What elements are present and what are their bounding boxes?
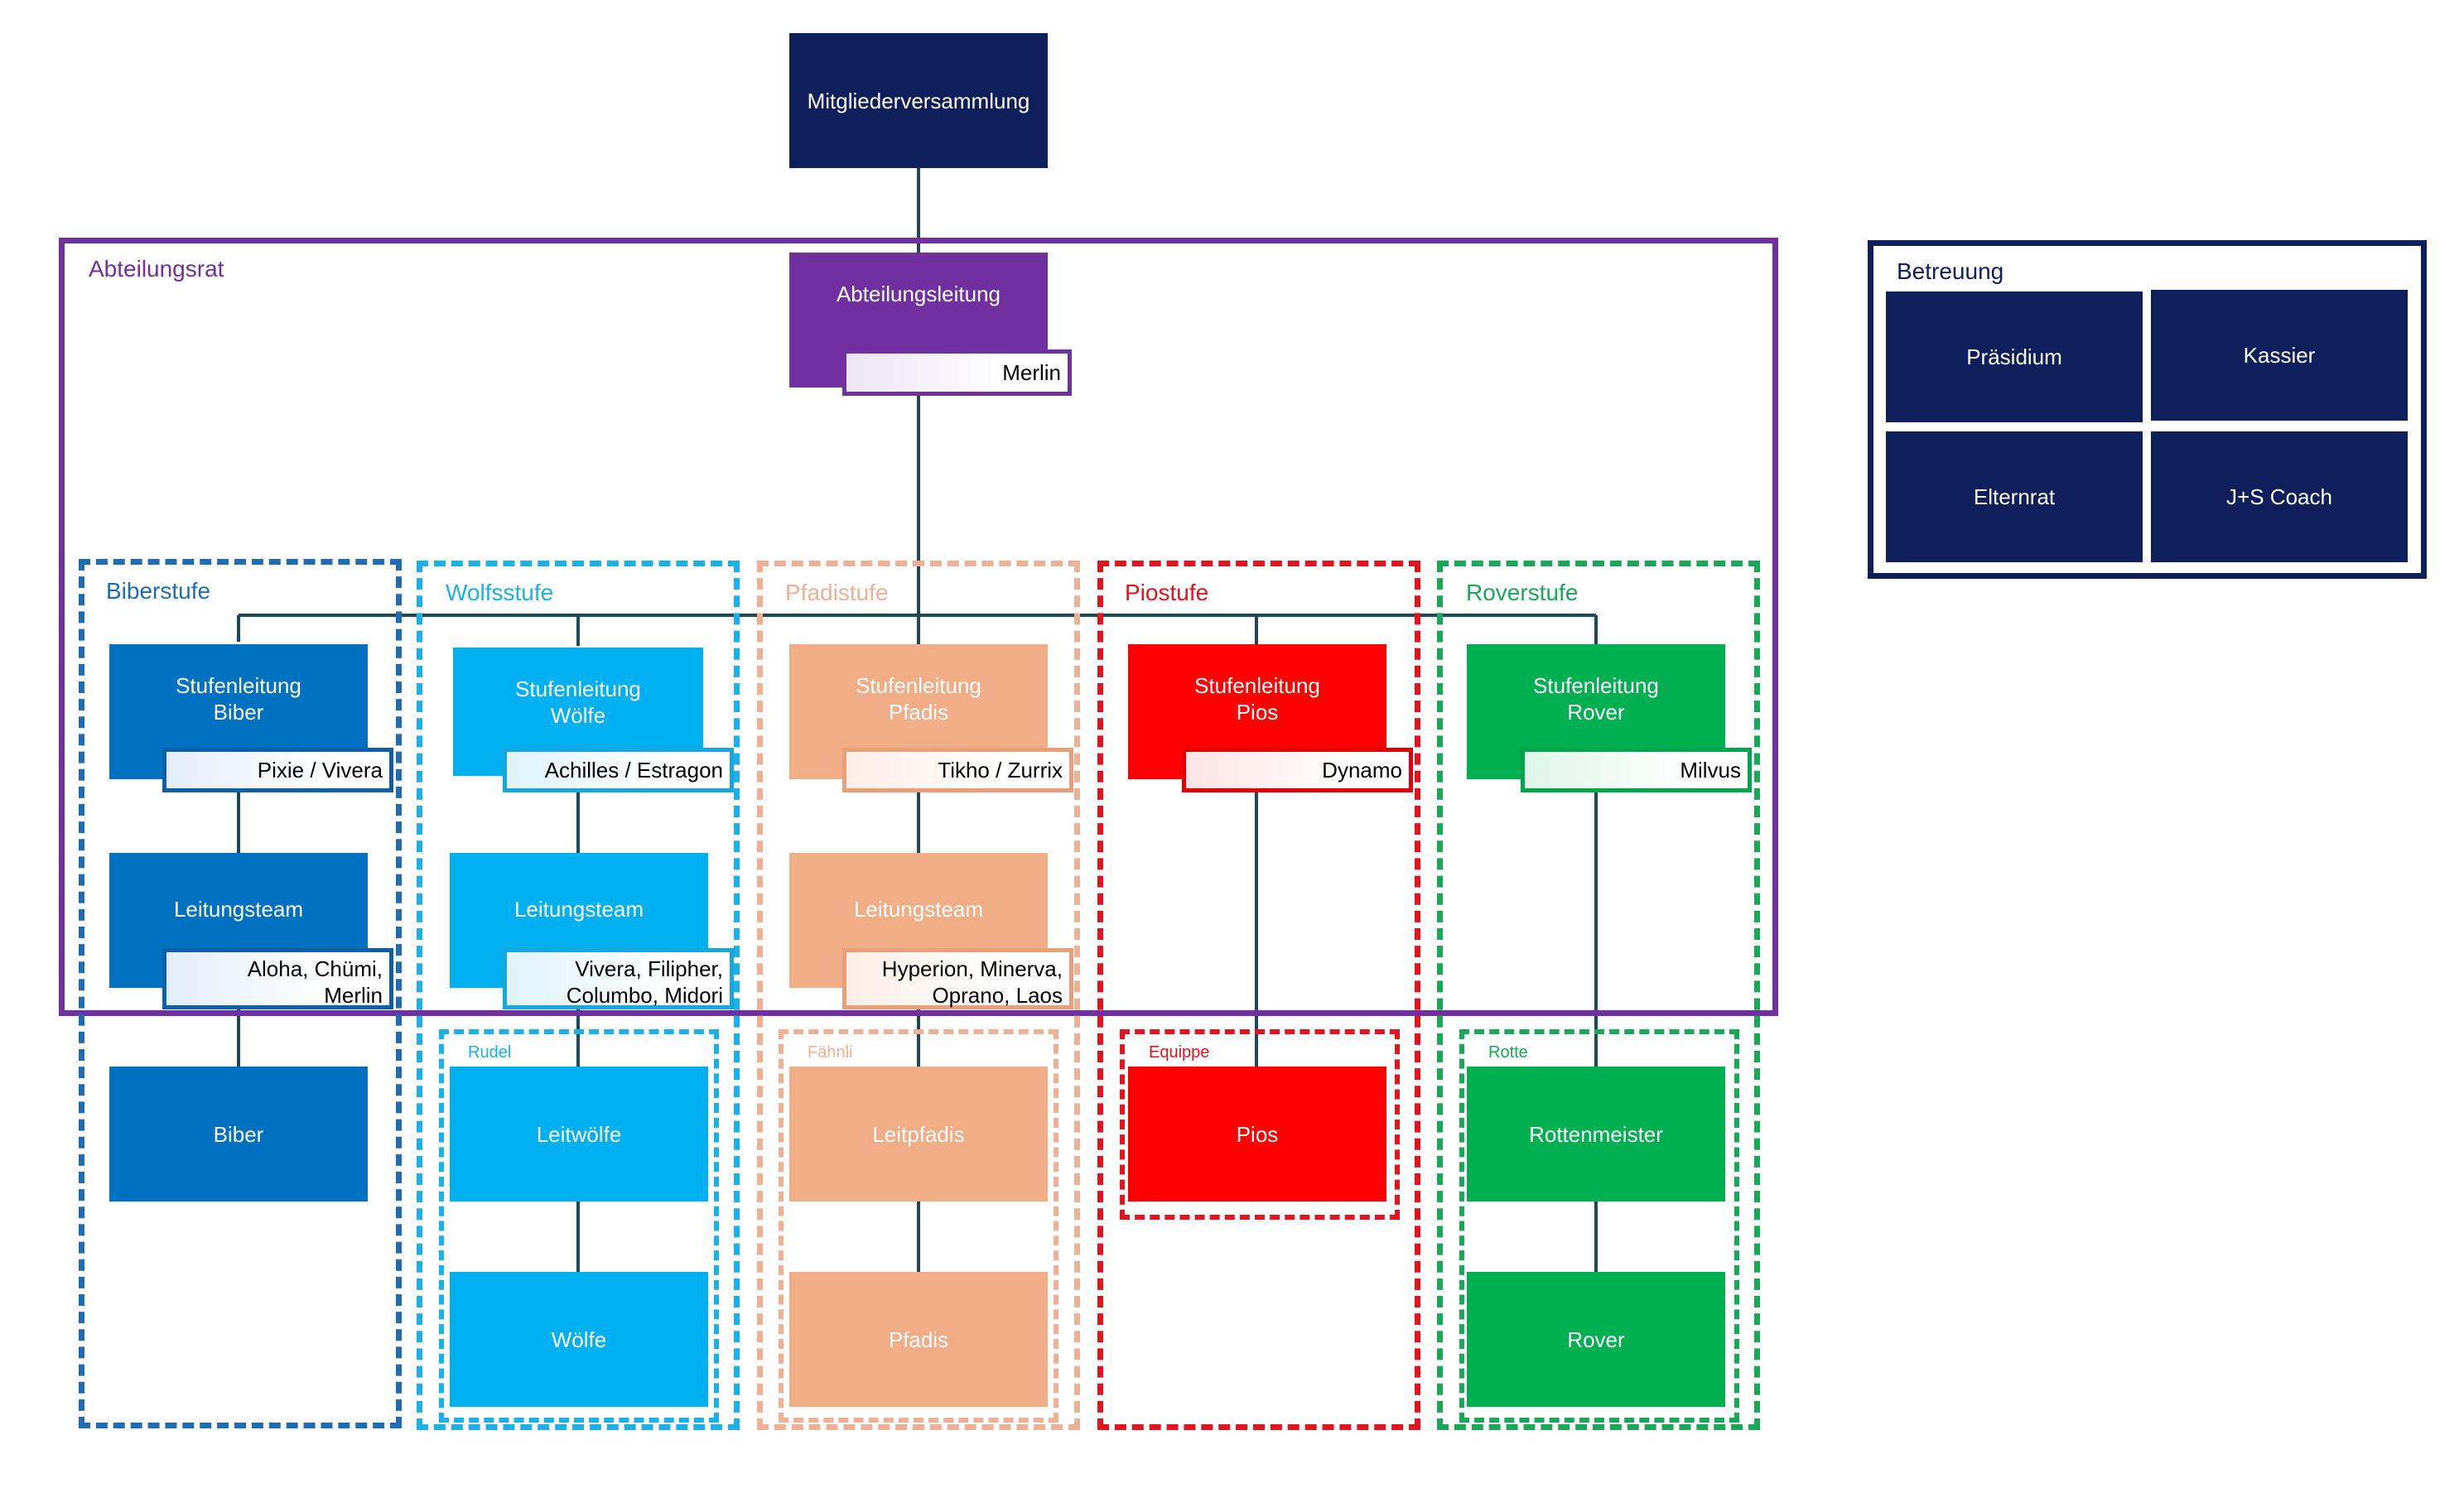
rover-stage-frame bbox=[1437, 561, 1760, 1430]
biber-stage-label: Biberstufe bbox=[106, 578, 211, 604]
rover-group-frame bbox=[1459, 1029, 1739, 1423]
wolf-members-box: Wölfe bbox=[450, 1272, 708, 1407]
rover-group-label: Rotte bbox=[1488, 1043, 1528, 1062]
pfadi-team-people-tag: Hyperion, Minerva, Oprano, Laos bbox=[842, 948, 1073, 1009]
biber-stage-frame bbox=[79, 559, 402, 1428]
rover-members-box: Rover bbox=[1467, 1272, 1725, 1407]
pio-lead-people-tag: Dynamo bbox=[1182, 748, 1413, 792]
pfadi-group-lead-box: Leitpfadis bbox=[789, 1067, 1048, 1201]
support-item-elternrat: Elternrat bbox=[1886, 431, 2143, 562]
pio-members-box: Pios bbox=[1128, 1067, 1386, 1201]
wolf-group-frame bbox=[439, 1029, 719, 1423]
wolf-lead-people-tag: Achilles / Estragon bbox=[503, 748, 734, 792]
biber-lead-people-tag: Pixie / Vivera bbox=[162, 748, 393, 792]
wolf-team-people-tag: Vivera, Filipher, Columbo, Midori bbox=[503, 948, 734, 1009]
pfadi-lead-people-tag: Tikho / Zurrix bbox=[842, 748, 1073, 792]
assembly-box: Mitgliederversammlung bbox=[789, 33, 1048, 168]
pfadi-group-frame bbox=[779, 1029, 1058, 1423]
support-frame bbox=[1868, 240, 2427, 579]
pfadi-members-box: Pfadis bbox=[789, 1272, 1048, 1407]
pio-group-label: Equippe bbox=[1149, 1043, 1210, 1062]
biber-members-box: Biber bbox=[109, 1067, 368, 1201]
pfadi-stage-label: Pfadistufe bbox=[785, 580, 889, 605]
pfadi-stage-frame bbox=[757, 561, 1080, 1430]
rover-stage-label: Roverstufe bbox=[1466, 580, 1579, 605]
pio-stage-label: Piostufe bbox=[1125, 580, 1209, 605]
pio-group-frame bbox=[1120, 1029, 1400, 1220]
support-item-kassier: Kassier bbox=[2151, 290, 2408, 421]
rover-lead-people-tag: Milvus bbox=[1521, 748, 1752, 792]
support-item-praesidium: Präsidium bbox=[1886, 291, 2143, 422]
council-label: Abteilungsrat bbox=[89, 256, 224, 282]
pfadi-group-label: Fähnli bbox=[808, 1043, 853, 1062]
leadership-person-tag: Merlin bbox=[842, 349, 1072, 396]
support-item-js-coach: J+S Coach bbox=[2151, 431, 2408, 562]
rover-group-lead-box: Rottenmeister bbox=[1467, 1067, 1725, 1201]
council-frame bbox=[59, 238, 1778, 1016]
wolf-stage-frame bbox=[417, 561, 740, 1430]
wolf-group-lead-box: Leitwölfe bbox=[450, 1067, 708, 1201]
wolf-group-label: Rudel bbox=[468, 1043, 512, 1062]
pio-stage-frame bbox=[1097, 561, 1420, 1430]
wolf-stage-label: Wolfsstufe bbox=[446, 580, 554, 605]
biber-team-people-tag: Aloha, Chümi, Merlin bbox=[162, 948, 393, 1009]
support-label: Betreuung bbox=[1897, 258, 2004, 284]
